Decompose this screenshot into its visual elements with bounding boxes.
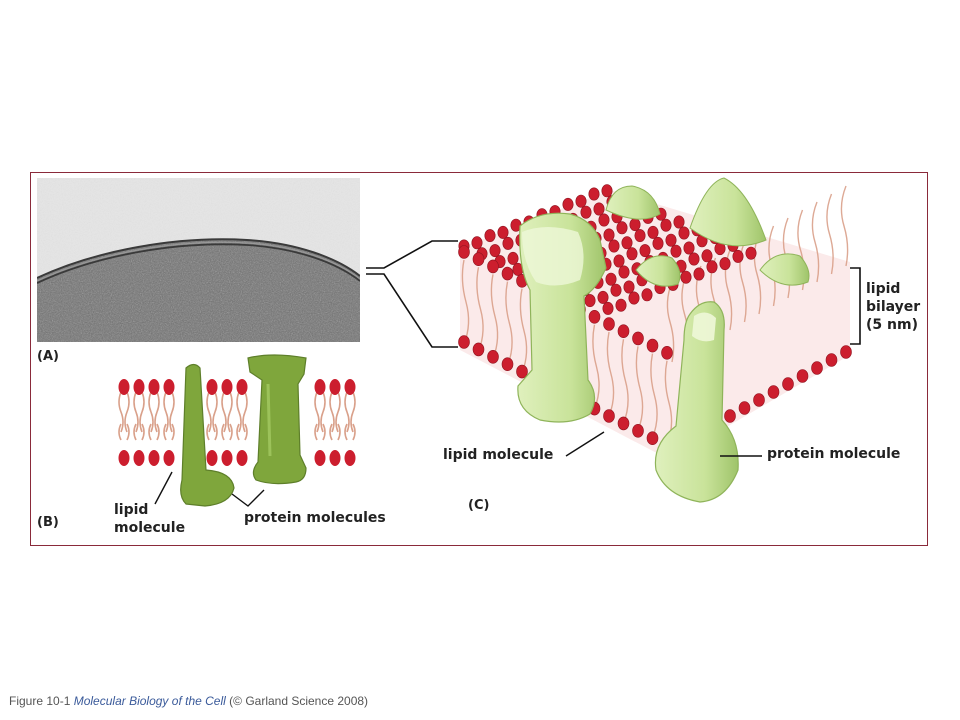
lipid-molecule [163, 379, 175, 466]
protein-molecules-label-b: protein molecules [244, 510, 386, 526]
pointer-lines-b [154, 471, 265, 507]
protein-molecule-label-c: protein molecule [767, 446, 901, 462]
electron-micrograph [37, 178, 360, 342]
panel-label-c: (C) [468, 498, 490, 513]
lipid-bilayer-b [118, 379, 356, 466]
lipid-molecule-label-b-line2: molecule [114, 520, 186, 536]
lipid-molecule [236, 379, 248, 466]
bilayer-bracket [850, 267, 861, 345]
zoom-connector [366, 240, 458, 348]
lipid-molecule [314, 379, 326, 466]
panel-label-b: (B) [37, 515, 59, 530]
lipid-molecule [133, 379, 145, 466]
lipid-bilayer-label-line2: bilayer [866, 299, 921, 315]
figure-caption: Figure 10-1 Molecular Biology of the Cel… [9, 694, 368, 708]
lipid-molecule [344, 379, 356, 466]
lipid-bilayer-label-line1: lipid [866, 281, 901, 297]
lipid-molecule [118, 379, 130, 466]
caption-copyright: (© Garland Science 2008) [229, 694, 369, 708]
panel-label-a: (A) [37, 349, 59, 364]
pointer-lines-c [565, 431, 762, 457]
lipid-molecule-label-c: lipid molecule [443, 447, 554, 463]
lipid-bilayer-label-line3: (5 nm) [866, 317, 918, 333]
lipid-molecule [329, 379, 341, 466]
lipid-molecule [206, 379, 218, 466]
caption-book-title: Molecular Biology of the Cell [73, 694, 226, 708]
protein-molecules-c [517, 177, 810, 503]
figure-frame [30, 172, 928, 546]
caption-figure-number: Figure 10-1 [9, 694, 71, 708]
lipid-molecule [221, 379, 233, 466]
lipid-molecule-label-b-line1: lipid [114, 502, 149, 518]
lipid-molecule [148, 379, 160, 466]
protein-molecules-b [180, 354, 307, 507]
lipid-bilayer-3d [458, 184, 852, 460]
